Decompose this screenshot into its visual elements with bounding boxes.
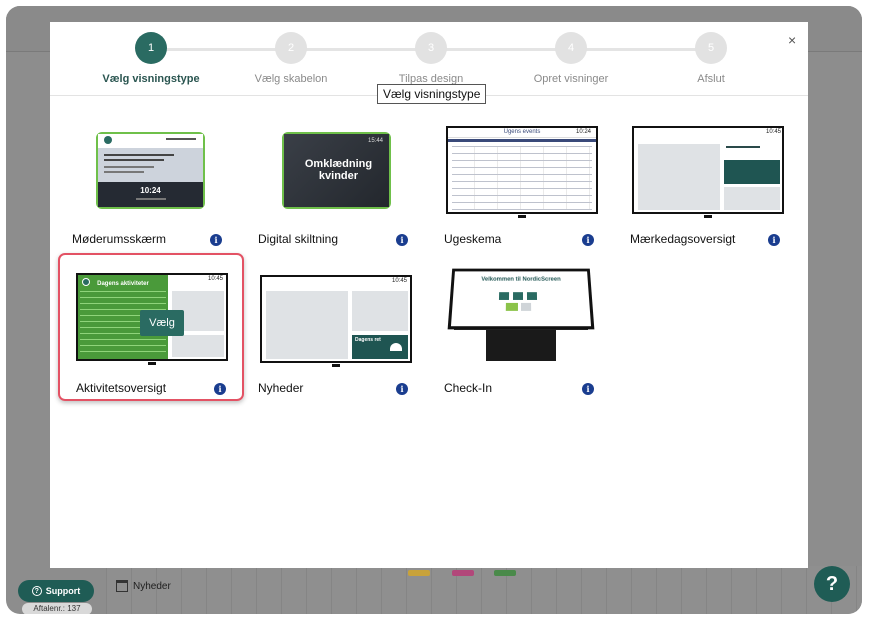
- calendar-item-nyheder[interactable]: Nyheder: [116, 580, 171, 592]
- card-preview: 10:45: [632, 126, 784, 218]
- card-maerkedagsoversigt[interactable]: 10:45 Mærkedagsoversigt i: [620, 122, 790, 252]
- card-preview: Dagens aktiviteter 10:45: [76, 273, 228, 365]
- info-icon[interactable]: i: [582, 383, 594, 395]
- preview-time: 10:45: [208, 276, 224, 282]
- step-label: Vælg visningstype: [102, 73, 200, 85]
- select-button[interactable]: Vælg: [140, 310, 184, 336]
- card-check-in[interactable]: Velkommen til NordicScreen Check-In i: [434, 268, 604, 401]
- card-label: Check-In: [444, 381, 493, 395]
- calendar-item-label: Nyheder: [133, 580, 171, 592]
- step-5[interactable]: 5 Afslut: [641, 32, 781, 85]
- info-icon[interactable]: i: [210, 234, 222, 246]
- card-ugeskema[interactable]: Ugens events 10:24 Ugeskema i: [434, 122, 604, 252]
- card-label: Møderumsskærm: [72, 232, 167, 246]
- step-label: Vælg skabelon: [254, 73, 328, 85]
- step-circle: 1: [135, 32, 167, 64]
- card-preview: 15:44 Omklædning kvinder: [282, 132, 391, 209]
- calendar-event-chip: [494, 570, 516, 576]
- info-icon[interactable]: i: [582, 234, 594, 246]
- preview-caption: Dagens ret: [355, 337, 381, 343]
- preview-title: Velkommen til NordicScreen: [481, 276, 561, 283]
- step-circle: 2: [275, 32, 307, 64]
- step-2[interactable]: 2 Vælg skabelon: [221, 32, 361, 85]
- info-icon[interactable]: i: [214, 383, 226, 395]
- tooltip: Vælg visningstype: [377, 84, 487, 104]
- card-nyheder[interactable]: 10:45 Dagens ret Nyheder i: [248, 271, 418, 401]
- calendar-event-chip: [408, 570, 430, 576]
- info-icon[interactable]: i: [768, 234, 780, 246]
- preview-time: 10:24: [576, 129, 592, 135]
- step-label: Afslut: [697, 73, 725, 85]
- preview-signage-text: Omklædning kvinder: [304, 158, 373, 182]
- card-preview: 10:45 Dagens ret: [260, 275, 412, 367]
- info-icon[interactable]: i: [396, 383, 408, 395]
- background-calendar: [106, 566, 862, 614]
- preview-time: 10:24: [140, 186, 161, 195]
- card-digital-skiltning[interactable]: 15:44 Omklædning kvinder Digital skiltni…: [248, 122, 418, 252]
- card-preview: Ugens events 10:24: [446, 126, 598, 218]
- support-button[interactable]: ? Support: [18, 580, 94, 602]
- step-circle: 4: [555, 32, 587, 64]
- card-label: Digital skiltning: [258, 232, 339, 246]
- info-icon[interactable]: i: [396, 234, 408, 246]
- calendar-event-chip: [452, 570, 474, 576]
- preview-time: 10:45: [392, 278, 408, 284]
- help-button[interactable]: ?: [814, 566, 850, 602]
- calendar-icon: [116, 580, 128, 592]
- card-label: Nyheder: [258, 381, 304, 395]
- step-4[interactable]: 4 Opret visninger: [501, 32, 641, 85]
- step-circle: 3: [415, 32, 447, 64]
- card-aktivitetsoversigt[interactable]: Dagens aktiviteter 10:45 Vælg Aktivitets…: [58, 253, 244, 401]
- step-circle: 5: [695, 32, 727, 64]
- card-moederumsskaerm[interactable]: 10:24 Møderumsskærm i: [62, 122, 232, 252]
- step-1[interactable]: 1 Vælg visningstype: [81, 32, 221, 85]
- card-label: Mærkedagsoversigt: [630, 232, 736, 246]
- card-preview: 10:24: [96, 132, 205, 209]
- display-type-modal: × 1 Vælg visningstype 2 Vælg skabelon 3 …: [50, 22, 808, 568]
- question-icon: ?: [31, 586, 42, 596]
- preview-title: Dagens aktiviteter: [97, 281, 149, 287]
- card-label: Ugeskema: [444, 232, 502, 246]
- preview-title: Ugens events: [503, 129, 541, 135]
- card-label: Aktivitetsoversigt: [76, 381, 167, 395]
- card-preview: Velkommen til NordicScreen: [446, 267, 596, 361]
- wizard-stepper: 1 Vælg visningstype 2 Vælg skabelon 3 Ti…: [50, 22, 808, 94]
- close-button[interactable]: ×: [788, 32, 797, 48]
- preview-time: 15:44: [368, 138, 384, 144]
- step-3[interactable]: 3 Tilpas design: [361, 32, 501, 85]
- appointments-badge: Aftalenr.: 137: [22, 603, 92, 614]
- support-label: Support: [45, 586, 81, 596]
- step-label: Opret visninger: [533, 73, 609, 85]
- step-label: Tilpas design: [398, 73, 464, 85]
